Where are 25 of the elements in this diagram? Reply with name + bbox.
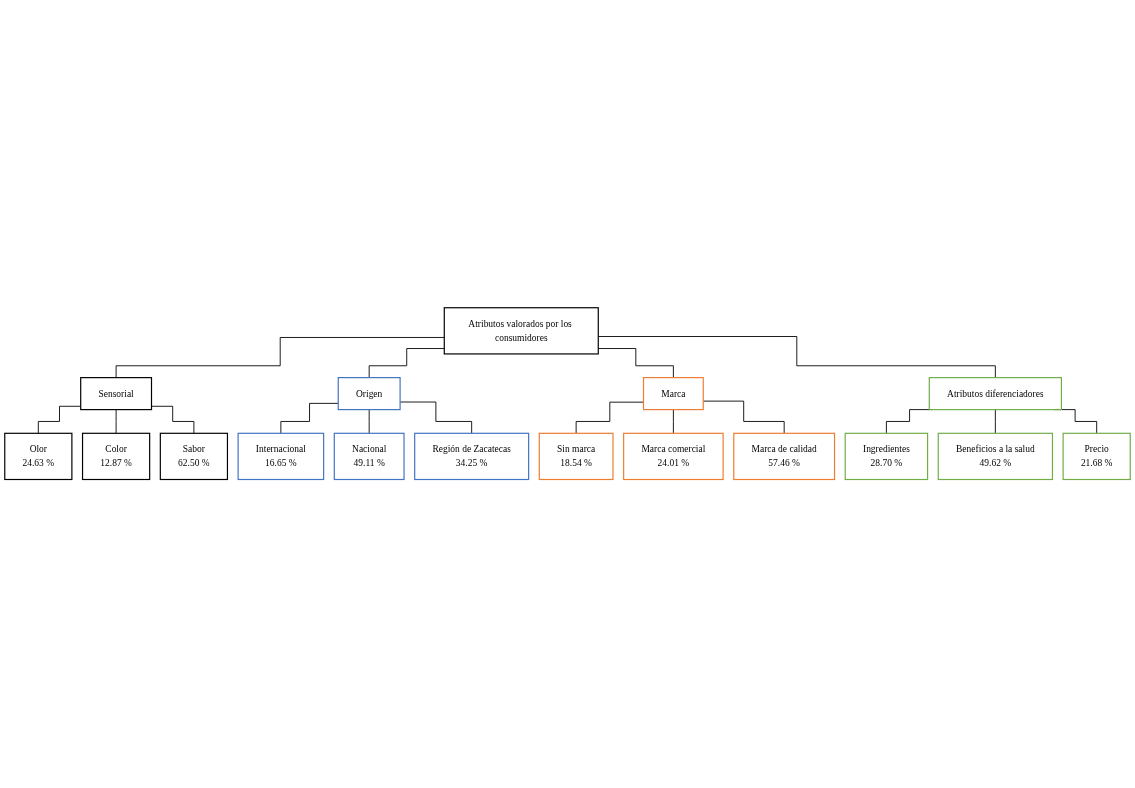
node-box: Color 12.87 % <box>81 433 151 481</box>
node-box: Internacional 16.65 % <box>237 433 325 481</box>
node-box: Marca <box>642 377 704 411</box>
node-box: Sabor 62.50 % <box>159 433 229 481</box>
node-box: Ingredientes 28.70 % <box>844 433 929 481</box>
node-box: Atributos valorados por los consumidores <box>443 307 599 355</box>
connector <box>115 409 117 435</box>
node-box: Olor 24.63 % <box>4 433 73 481</box>
connector <box>115 337 445 379</box>
node-box: Marca de calidad 57.46 % <box>733 433 836 481</box>
node-box: Precio 21.68 % <box>1062 433 1131 481</box>
node-box: Origen <box>337 377 401 411</box>
connector <box>151 406 195 435</box>
node-box: Sin marca 18.54 % <box>538 433 614 481</box>
node-box: Beneficios a la salud 49.62 % <box>937 433 1054 481</box>
node-box: Atributos diferenciadores <box>928 377 1062 411</box>
node-box: Marca comercial 24.01 % <box>623 433 724 481</box>
connector <box>280 403 339 435</box>
connector <box>994 409 996 435</box>
connector <box>368 348 445 379</box>
connector <box>672 409 674 435</box>
node-box: Sensorial <box>80 377 153 411</box>
node-box: Nacional 49.11 % <box>333 433 405 481</box>
node-box: Región de Zacatecas 34.25 % <box>414 433 530 481</box>
connector <box>575 402 644 435</box>
